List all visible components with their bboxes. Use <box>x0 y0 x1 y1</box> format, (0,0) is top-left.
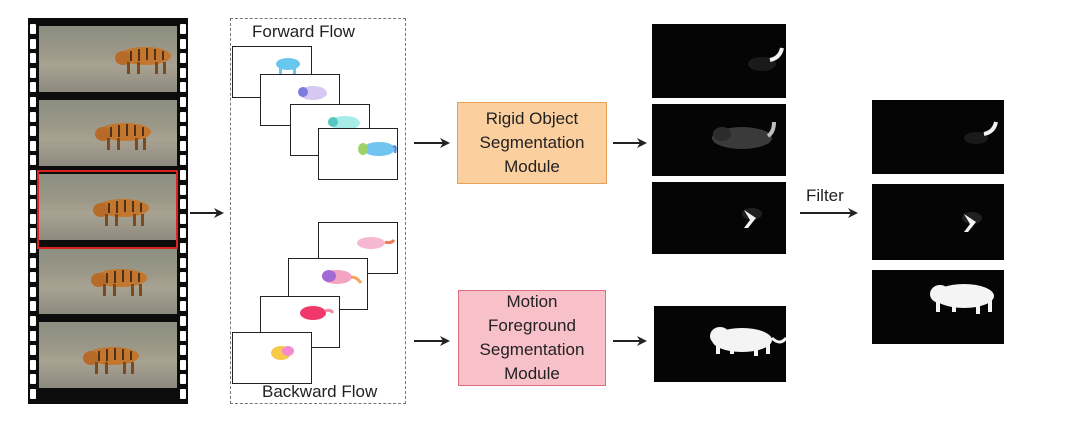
video-frame-5 <box>39 322 177 388</box>
motion-module-line-3: Segmentation <box>479 340 585 359</box>
video-frame-3 <box>39 174 177 240</box>
video-film-strip <box>28 18 188 404</box>
film-sprocket <box>180 184 186 195</box>
film-sprocket <box>30 374 36 385</box>
film-sprocket <box>30 257 36 268</box>
forward-flow-card-4 <box>318 128 398 180</box>
film-sprocket <box>30 243 36 253</box>
film-sprocket <box>180 140 186 151</box>
film-sprocket <box>180 199 186 210</box>
film-sprocket <box>180 301 186 312</box>
film-sprocket <box>180 359 186 370</box>
film-sprocket <box>30 316 36 326</box>
film-sprocket <box>30 24 36 34</box>
film-sprocket <box>180 286 186 297</box>
film-sprocket <box>30 140 36 151</box>
film-sprocket <box>30 330 36 341</box>
film-sprocket <box>30 345 36 356</box>
film-sprocket <box>30 155 36 166</box>
film-sprocket <box>30 213 36 224</box>
film-sprocket <box>180 155 186 166</box>
optical-flow-box <box>230 18 406 404</box>
film-sprocket <box>180 374 186 385</box>
rigid-module-line-1: Rigid Object <box>485 109 579 128</box>
filter-label: Filter <box>806 186 844 205</box>
selected-frame-highlight <box>37 170 178 249</box>
film-sprocket <box>180 170 186 180</box>
motion-mask <box>654 306 786 382</box>
tiger-image <box>93 199 149 226</box>
rigid-mask-1 <box>652 24 786 98</box>
motion-module-line-4: Module <box>504 364 560 383</box>
film-sprocket <box>180 53 186 64</box>
film-sprocket <box>30 67 36 78</box>
rigid-object-segmentation-module: Rigid Object Segmentation Module <box>457 102 607 184</box>
film-sprocket <box>180 330 186 341</box>
film-sprocket <box>180 38 186 49</box>
filtered-mask-2 <box>872 184 1004 260</box>
film-sprocket <box>180 257 186 268</box>
film-sprocket <box>30 228 36 239</box>
tiger-image <box>115 47 171 74</box>
film-sprocket <box>30 111 36 122</box>
backward-flow-card-4 <box>232 332 312 384</box>
film-sprocket <box>180 228 186 239</box>
rigid-module-line-3: Module <box>504 157 560 176</box>
forward-flow-label: Forward Flow <box>252 22 355 41</box>
film-sprocket <box>30 53 36 64</box>
film-sprocket <box>30 301 36 312</box>
film-sprocket <box>180 126 186 137</box>
film-sprocket <box>30 359 36 370</box>
film-sprocket <box>30 199 36 210</box>
video-frame-4 <box>39 248 177 314</box>
tiger-image <box>83 347 139 374</box>
film-sprocket <box>180 345 186 356</box>
video-frame-1 <box>39 26 177 92</box>
backward-flow-label: Backward Flow <box>262 382 378 401</box>
video-frame-2 <box>39 100 177 166</box>
film-sprocket <box>30 184 36 195</box>
filtered-mask-1 <box>872 100 1004 174</box>
film-sprocket <box>180 213 186 224</box>
rigid-mask-2 <box>652 104 786 176</box>
motion-module-line-1: Motion <box>506 292 558 311</box>
film-sprocket <box>180 82 186 93</box>
film-sprocket <box>30 170 36 180</box>
film-sprocket <box>180 316 186 326</box>
film-sprocket <box>180 272 186 283</box>
film-sprocket <box>30 389 36 399</box>
film-sprocket <box>30 272 36 283</box>
tiger-image <box>91 269 147 296</box>
film-sprocket <box>180 111 186 122</box>
rigid-mask-3 <box>652 182 786 254</box>
film-sprocket <box>180 67 186 78</box>
motion-foreground-segmentation-module: Motion Foreground Segmentation Module <box>458 290 606 386</box>
motion-module-line-2: Foreground <box>488 316 576 335</box>
film-sprocket <box>30 126 36 137</box>
rigid-module-line-2: Segmentation <box>479 133 585 152</box>
filtered-mask-3 <box>872 270 1004 344</box>
film-sprocket <box>180 243 186 253</box>
film-sprocket <box>30 38 36 49</box>
film-sprocket <box>30 97 36 107</box>
tiger-image <box>95 123 151 150</box>
film-sprocket <box>180 97 186 107</box>
film-sprocket <box>30 286 36 297</box>
film-sprocket <box>180 24 186 34</box>
film-sprocket <box>30 82 36 93</box>
film-sprocket <box>180 389 186 399</box>
